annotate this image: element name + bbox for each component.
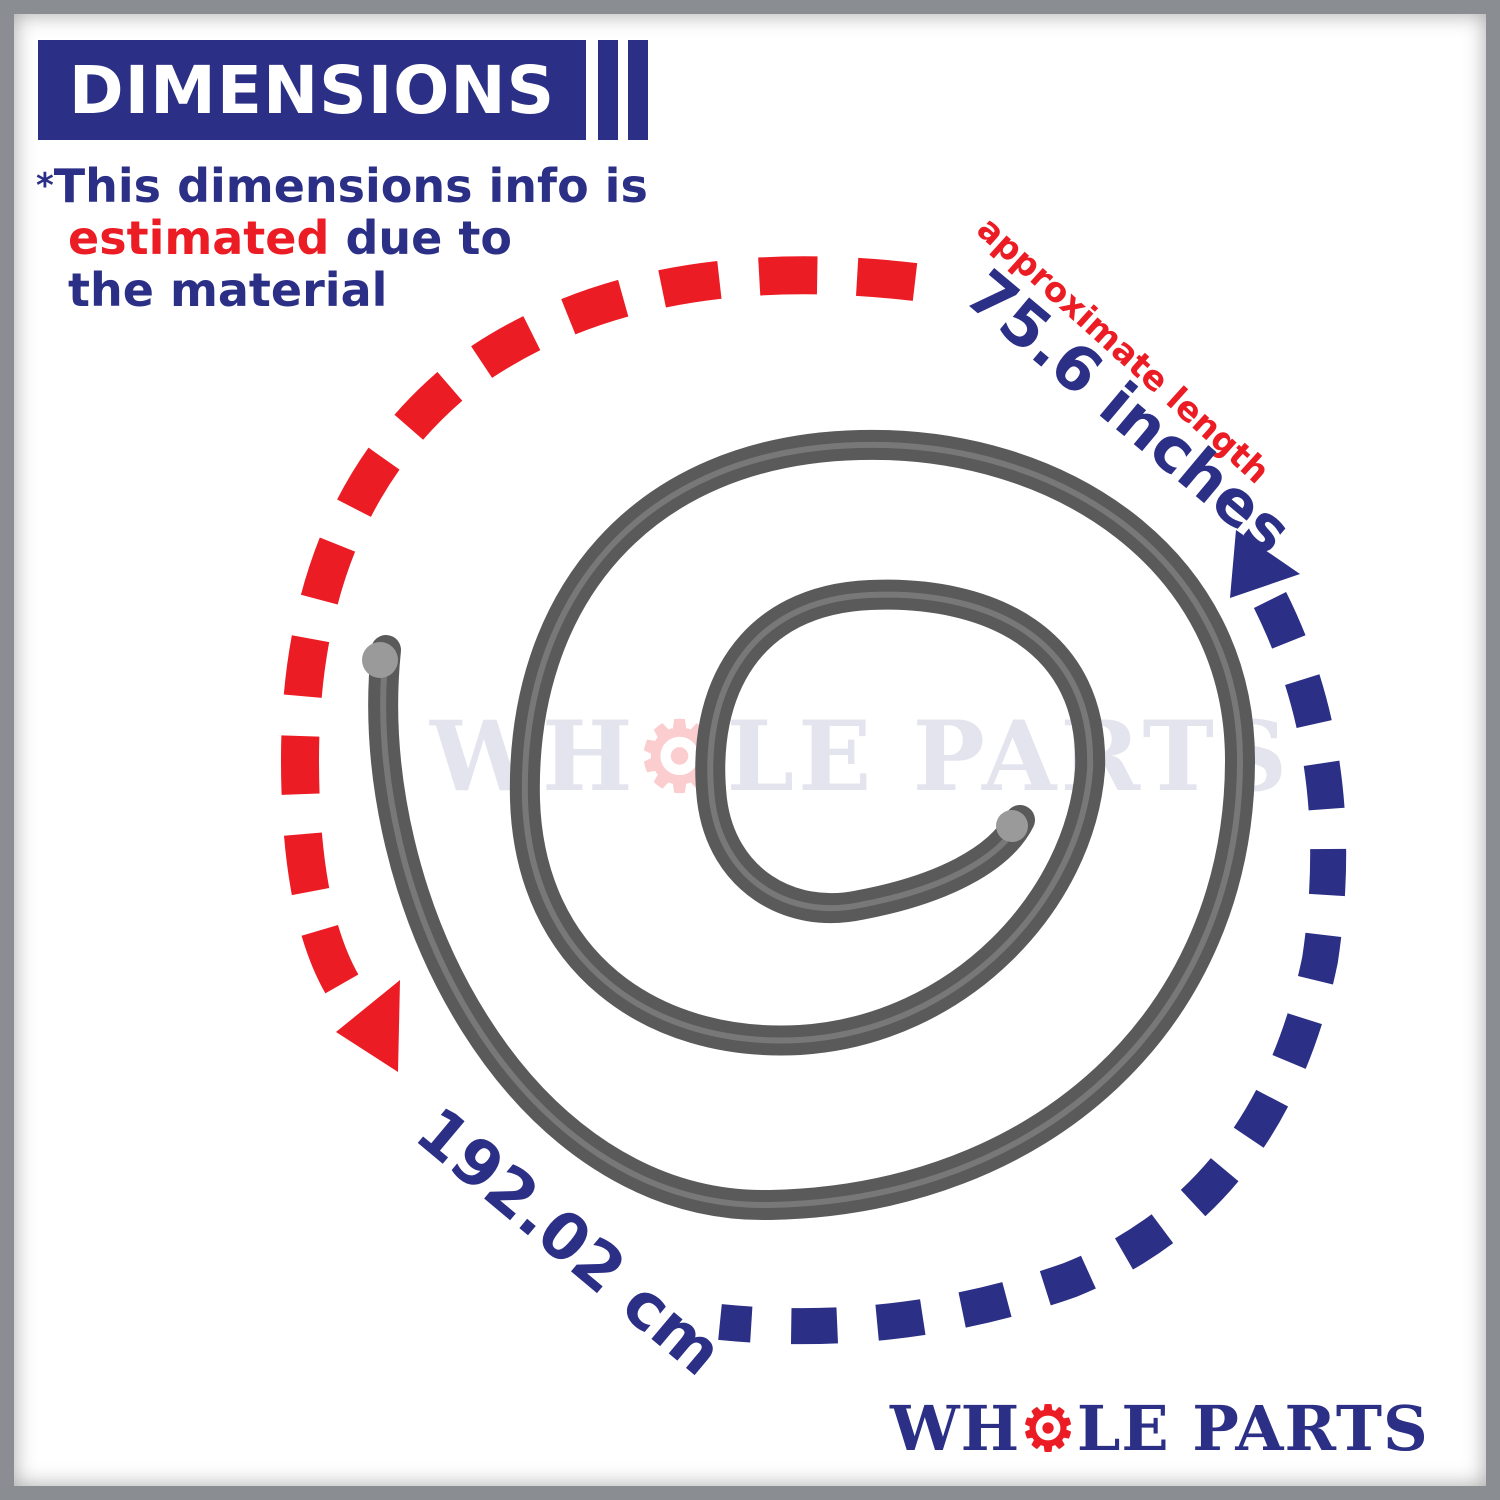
brand-part-1: WH	[890, 1392, 1021, 1465]
title-stripe	[628, 40, 648, 140]
watermark-part-2: LE PARTS	[726, 700, 1292, 813]
note-line-3: the material	[68, 263, 388, 317]
arrow-down-icon	[336, 980, 400, 1072]
note-highlight: estimated	[68, 211, 330, 265]
title-banner: DIMENSIONS	[38, 40, 586, 140]
gasket-highlight	[380, 441, 1244, 1209]
page-title: DIMENSIONS	[68, 51, 556, 129]
gasket-spiral	[368, 429, 1256, 1221]
watermark: WH⚙LE PARTS	[430, 700, 1287, 813]
red-dashed-arc	[280, 256, 918, 1023]
note-text-1: This dimensions info is	[53, 159, 648, 213]
brand-part-2: LE PARTS	[1076, 1392, 1429, 1465]
note-text-2: due to	[329, 211, 512, 265]
navy-dashed-arc	[718, 591, 1347, 1345]
estimate-note: *This dimensions info is estimated due t…	[36, 160, 676, 316]
brand-logo: WH⚙LE PARTS	[890, 1392, 1429, 1472]
gasket-end-outer	[362, 642, 398, 678]
gasket-end-inner	[996, 810, 1028, 842]
note-line-1: *This dimensions info is	[36, 160, 676, 212]
title-stripe	[598, 40, 618, 140]
arrow-up-icon	[1230, 530, 1300, 598]
gear-icon: ⚙	[1020, 1392, 1077, 1465]
note-line-2: estimated due to	[36, 212, 676, 264]
note-asterisk: *	[36, 166, 54, 206]
